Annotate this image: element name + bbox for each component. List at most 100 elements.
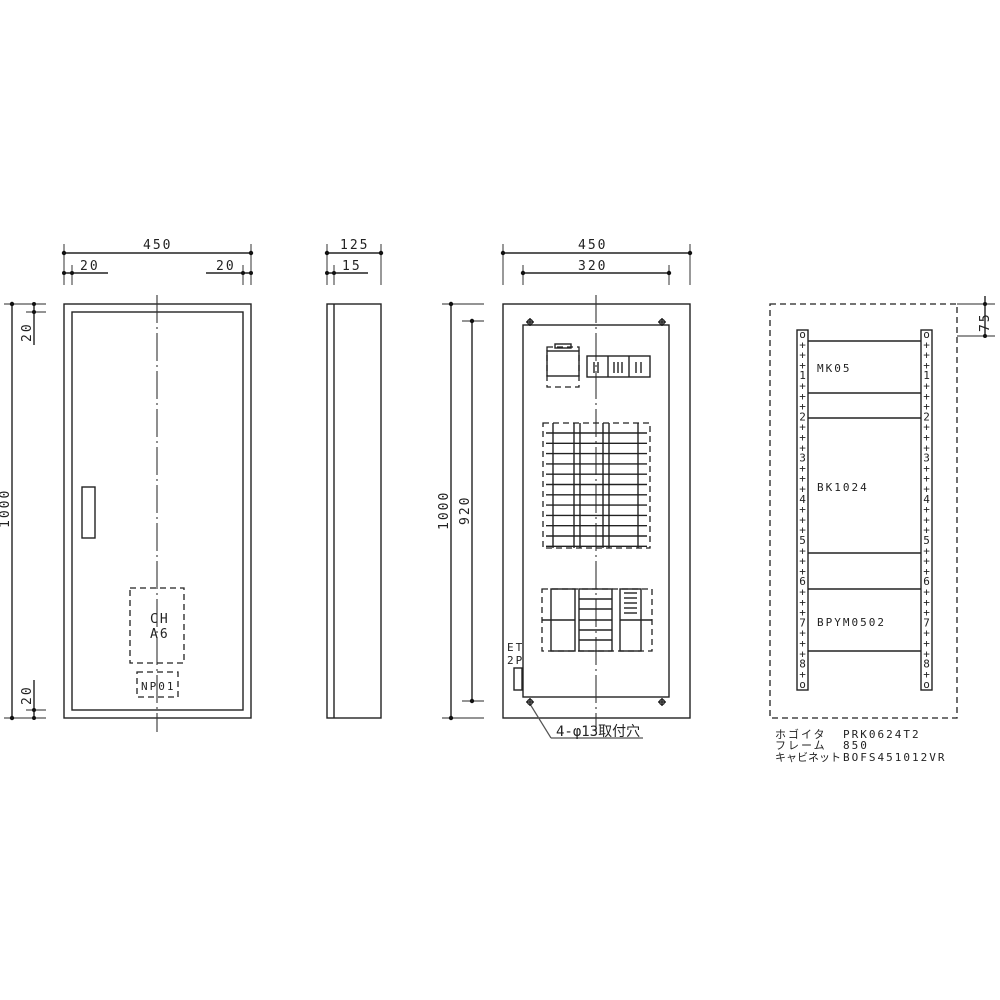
- rail-mark: +: [923, 503, 930, 516]
- frame-view: MK05 BK1024 BPYM0502 75 o+++1+++2+++3+++…: [769, 296, 995, 719]
- rail-mark: +: [923, 596, 930, 609]
- dim-panel-height: 1000: [437, 491, 452, 530]
- dim-front-margin-right: 20: [216, 259, 236, 274]
- dim-panel-inner-height: 920: [458, 496, 473, 525]
- dim-front-width: 450: [143, 238, 172, 253]
- rail-hole: o: [923, 328, 930, 341]
- unit-label-bk1024: BK1024: [817, 481, 869, 494]
- dim-panel-inner-width: 320: [578, 259, 607, 274]
- rail-number: 8: [923, 658, 930, 671]
- unit-label-bpym0502: BPYM0502: [817, 616, 886, 629]
- dim-front-margin-bottom: 20: [20, 685, 35, 705]
- side-view: 125 15: [324, 238, 384, 719]
- rail-mark: +: [799, 472, 806, 485]
- rail-number: 8: [799, 658, 806, 671]
- rail-mark: +: [799, 338, 806, 351]
- rail-mark: +: [923, 637, 930, 650]
- mounting-hole-note: 4-φ13取付穴: [556, 724, 640, 740]
- rail-mark: +: [923, 349, 930, 362]
- rail-hole: o: [799, 678, 806, 691]
- rail-mark: +: [923, 441, 930, 454]
- rail-mark: +: [923, 338, 930, 351]
- rail-mark: +: [799, 524, 806, 537]
- rail-mark: +: [799, 400, 806, 413]
- dim-side-door: 15: [342, 259, 362, 274]
- rail-mark: +: [923, 627, 930, 640]
- rail-mark: +: [923, 431, 930, 444]
- meter-window: [129, 587, 185, 664]
- rail-number: 2: [923, 410, 930, 423]
- label-ch: CH: [150, 612, 170, 627]
- mounting-hole-icon: [658, 698, 666, 706]
- rail-mark: +: [923, 647, 930, 660]
- rail-number: 1: [923, 369, 930, 382]
- rail-mark: +: [799, 390, 806, 403]
- rail-number: 7: [923, 616, 930, 629]
- rail-left: [796, 329, 809, 691]
- parts-list: ホゴイタ PRK0624T2 フレーム 850 キャビネット BOFS45101…: [775, 727, 946, 764]
- dim-front-margin-left: 20: [80, 259, 100, 274]
- rail-mark: +: [799, 668, 806, 681]
- front-door-view: CH A6 NP01 450 20 20 1000 20 20: [0, 238, 254, 732]
- rail-mark: +: [799, 647, 806, 660]
- door-handle: [81, 486, 96, 539]
- rail-mark: +: [923, 586, 930, 599]
- part-code: PRK0624T2: [843, 728, 921, 741]
- rail-number: 1: [799, 369, 806, 382]
- rail-mark: +: [799, 565, 806, 578]
- rail-mark: +: [923, 359, 930, 372]
- rail-mark: +: [799, 503, 806, 516]
- rail-number: 4: [799, 493, 806, 506]
- rail-mark: +: [923, 565, 930, 578]
- rail-hole: o: [923, 678, 930, 691]
- dim-frame-offset: 75: [978, 312, 993, 332]
- rail-number: 6: [799, 575, 806, 588]
- rail-mark: +: [923, 544, 930, 557]
- rail-mark: +: [923, 400, 930, 413]
- rail-mark: +: [923, 462, 930, 475]
- rail-mark: +: [799, 421, 806, 434]
- rail-mark: +: [799, 606, 806, 619]
- rail-mark: +: [799, 359, 806, 372]
- et-terminal: [513, 667, 523, 691]
- dim-side-depth: 125: [340, 238, 369, 253]
- mounting-hole-icon: [526, 698, 534, 706]
- branch-breakers: [542, 422, 651, 549]
- label-2p: 2P: [507, 654, 524, 667]
- label-et: ET: [507, 641, 524, 654]
- rail-mark: +: [923, 483, 930, 496]
- part-name: ホゴイタ: [775, 727, 827, 741]
- nameplate: [136, 671, 179, 698]
- rail-mark: +: [799, 349, 806, 362]
- rail-mark: +: [799, 596, 806, 609]
- part-name: フレーム: [775, 739, 827, 752]
- rail-mark: +: [923, 668, 930, 681]
- rail-mark: +: [923, 380, 930, 393]
- rail-mark: +: [799, 586, 806, 599]
- mounting-hole-icon: [526, 318, 534, 326]
- part-code: BOFS451012VR: [843, 751, 946, 764]
- rail-hole: o: [799, 328, 806, 341]
- rail-mark: +: [923, 472, 930, 485]
- rail-number: 4: [923, 493, 930, 506]
- nameplate-label: NP01: [141, 680, 176, 693]
- rail-mark: +: [799, 627, 806, 640]
- rail-mark: +: [799, 637, 806, 650]
- rail-mark: +: [799, 431, 806, 444]
- part-code: 850: [843, 739, 869, 752]
- unit-label-mk05: MK05: [817, 362, 852, 375]
- rail-mark: +: [799, 544, 806, 557]
- rail-mark: +: [923, 421, 930, 434]
- rail-mark: +: [923, 555, 930, 568]
- dim-front-height: 1000: [0, 489, 13, 528]
- label-a6: A6: [150, 627, 170, 642]
- rail-mark: +: [799, 513, 806, 526]
- rail-mark: +: [923, 524, 930, 537]
- rail-number: 6: [923, 575, 930, 588]
- part-name: キャビネット: [775, 751, 841, 764]
- rail-mark: +: [799, 380, 806, 393]
- rail-number: 3: [799, 452, 806, 465]
- rail-mark: +: [923, 390, 930, 403]
- rail-right: [920, 329, 933, 691]
